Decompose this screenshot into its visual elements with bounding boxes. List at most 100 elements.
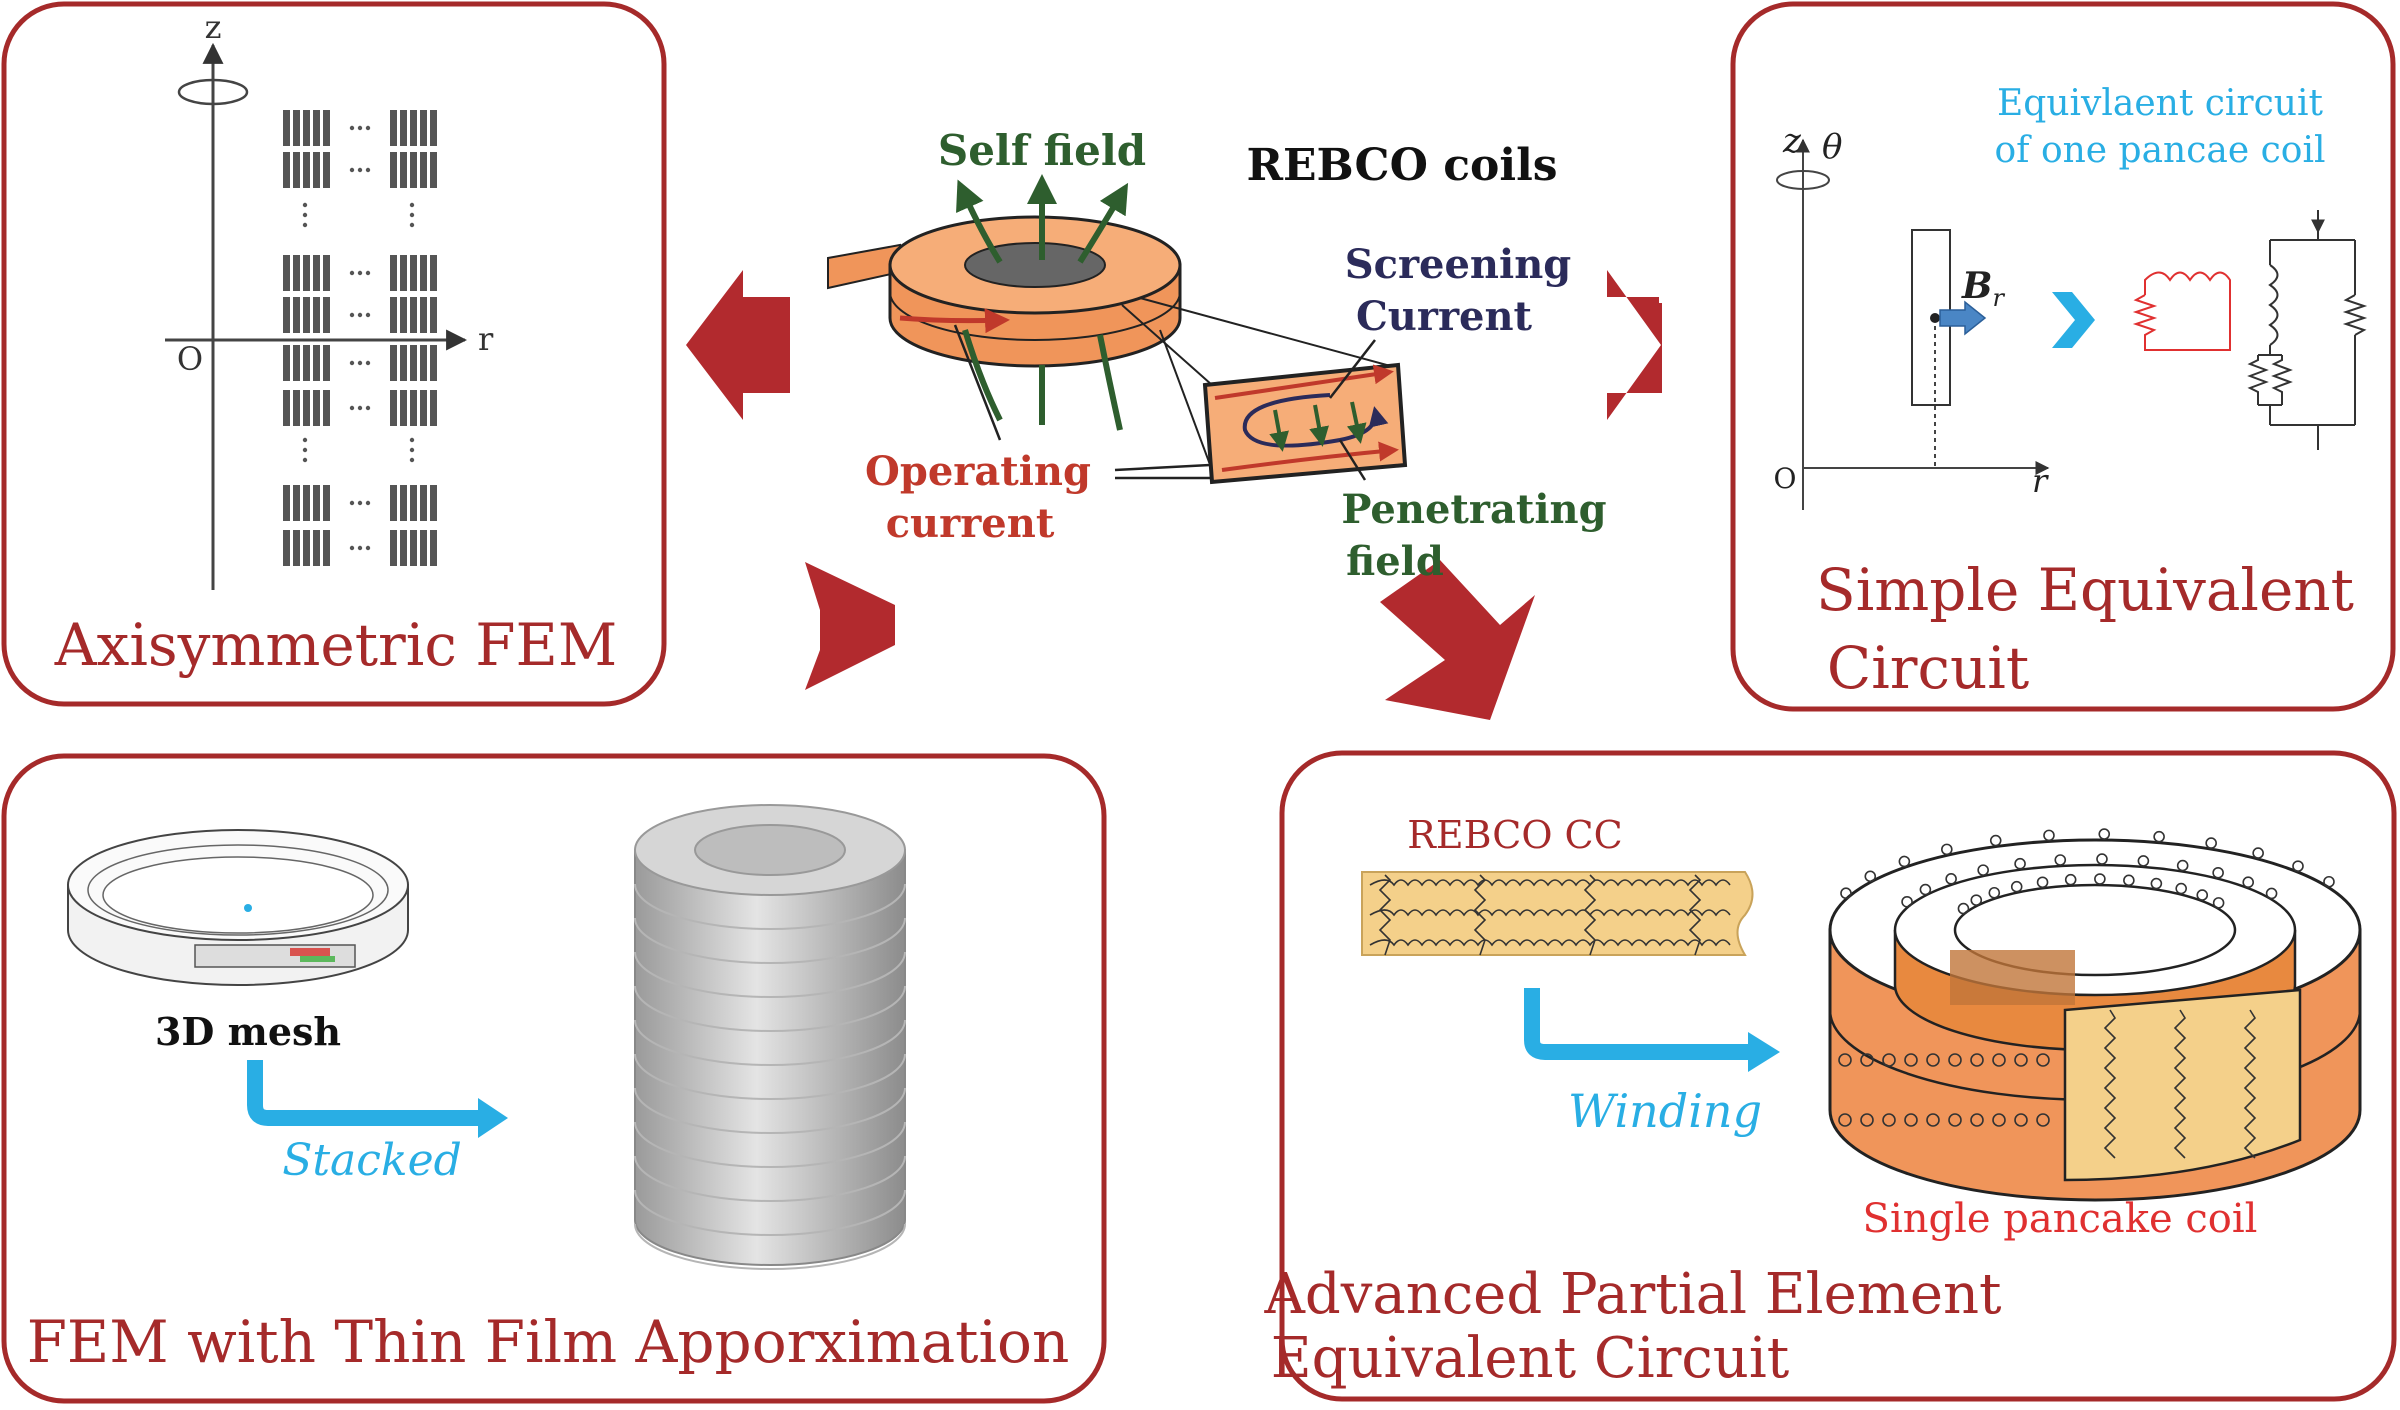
- coil-block: [430, 390, 437, 426]
- simple-axis-r: r: [2032, 462, 2049, 500]
- coil-block: [430, 110, 437, 146]
- coil-block: [283, 345, 290, 381]
- rebco-cc-tape: [1361, 871, 1754, 956]
- resistor-chain: [2243, 1009, 2257, 1159]
- simple-title-2: Circuit: [1827, 634, 2029, 702]
- simple-axis-theta: θ: [1822, 127, 1842, 167]
- arrow-to-peec: [1380, 560, 1535, 720]
- axisym-title: Axisymmetric FEM: [54, 611, 617, 679]
- coil-block: [390, 530, 397, 566]
- inductor-loop: [2123, 874, 2135, 887]
- coil-block: [323, 530, 330, 566]
- coil-block: [400, 255, 407, 291]
- screening-label-2: Current: [1356, 293, 1533, 340]
- center-coil-illustration: [827, 174, 1408, 485]
- coil-block: [410, 345, 417, 381]
- coil-block: [283, 530, 290, 566]
- ellipsis-dot: [349, 500, 355, 506]
- cylinder-layer: [634, 951, 906, 998]
- resistor-chain: [2173, 1009, 2187, 1159]
- coil-block: [430, 297, 437, 333]
- coil-block: [313, 390, 320, 426]
- self-field-label: Self field: [938, 126, 1146, 175]
- ellipsis-dot: [357, 312, 363, 318]
- ellipsis-dot: [409, 222, 415, 228]
- simple-origin: O: [1774, 462, 1797, 495]
- simple-circuit-plot: [1776, 138, 2368, 510]
- resistor-chain: [1583, 874, 1597, 956]
- ellipsis-dot: [357, 360, 363, 366]
- coil-block: [293, 110, 300, 146]
- ellipsis-dot: [409, 212, 415, 218]
- inductor-loop: [2212, 897, 2225, 909]
- winding-label: Winding: [1568, 1084, 1762, 1138]
- stacked-label: Stacked: [282, 1135, 462, 1186]
- ellipsis-dot: [365, 270, 371, 276]
- ellipsis-dot: [349, 270, 355, 276]
- coil-block: [410, 152, 417, 188]
- inductor-loop: [1898, 855, 1911, 868]
- inductor-loop: [2212, 866, 2224, 879]
- simple-field-label: Br: [1961, 265, 2005, 312]
- ellipsis-dot: [357, 125, 363, 131]
- ellipsis-dot: [409, 447, 415, 453]
- resistor-chain: [1688, 874, 1702, 956]
- penetrating-label-2: field: [1346, 538, 1444, 585]
- coil-block: [283, 255, 290, 291]
- inductor-loop: [2064, 873, 2077, 886]
- pancake-coil-network: [1828, 828, 2362, 1202]
- ellipsis-dot: [409, 457, 415, 463]
- inductor-loop: [2014, 1113, 2028, 1127]
- inductor-loop: [1838, 1113, 1852, 1127]
- ellipsis-dot: [357, 167, 363, 173]
- simple-title-1: Simple Equivalent: [1816, 556, 2354, 624]
- ellipsis-dot: [365, 125, 371, 131]
- coil-block: [390, 110, 397, 146]
- ellipsis-dot: [365, 405, 371, 411]
- coil-block: [313, 345, 320, 381]
- coil-block: [400, 485, 407, 521]
- ellipsis-dot: [302, 212, 308, 218]
- mesh-label: 3D mesh: [155, 1009, 341, 1054]
- stacked-arrow: [247, 1060, 480, 1126]
- simple-axis-z: z: [1782, 121, 1802, 161]
- resistor-chain: [1378, 874, 1392, 956]
- cylinder-layer: [634, 917, 906, 964]
- coil-block: [420, 152, 427, 188]
- coil-block: [303, 485, 310, 521]
- inductor-loop: [1840, 887, 1852, 900]
- coil-block: [303, 152, 310, 188]
- inductor-loop: [1860, 1053, 1874, 1067]
- coil-block: [303, 530, 310, 566]
- coil-block: [293, 390, 300, 426]
- inductor-loop: [1882, 1053, 1896, 1067]
- ellipsis-dot: [357, 500, 363, 506]
- coil-block: [313, 152, 320, 188]
- inductor-loop: [2014, 857, 2026, 870]
- inductor-loop: [2036, 1113, 2050, 1127]
- cylinder-layer: [634, 883, 906, 930]
- inductor-loop: [2252, 847, 2264, 859]
- inductor-loop: [1904, 1053, 1918, 1067]
- cylinder-layer: [634, 1223, 906, 1270]
- cylinder-layer: [634, 1087, 906, 1134]
- peec-title-1: Advanced Partial Element: [1263, 1262, 2002, 1327]
- inductor-loop: [2096, 853, 2108, 865]
- inductor-loop: [2043, 829, 2055, 842]
- coil-block: [420, 255, 427, 291]
- axisym-origin: O: [177, 340, 203, 378]
- simple-caption-1: Equivlaent circuit: [1997, 83, 2323, 124]
- coil-block: [323, 152, 330, 188]
- coil-block: [303, 297, 310, 333]
- coil-block: [400, 530, 407, 566]
- inductor-loop: [1919, 883, 1932, 896]
- axisym-plot: [165, 42, 468, 590]
- inductor-loop: [1860, 1113, 1874, 1127]
- inductor-loop: [1926, 1113, 1940, 1127]
- peec-title-2: Equivalent Circuit: [1271, 1326, 1790, 1391]
- cylinder-layer: [634, 1121, 906, 1168]
- cylinder-layer: [634, 1019, 906, 1066]
- inductor-loop: [2265, 887, 2278, 900]
- coil-block: [410, 485, 417, 521]
